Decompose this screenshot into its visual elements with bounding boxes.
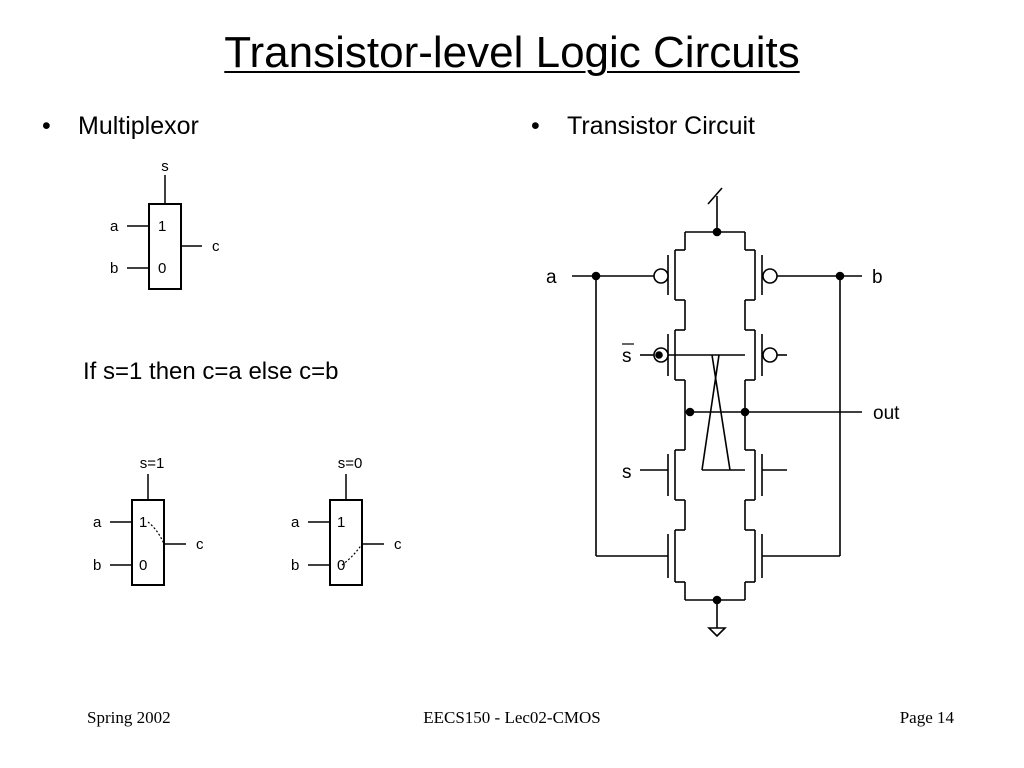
mux-condition-text: If s=1 then c=a else c=b [83,358,339,385]
mux-path-a-dotted [147,521,165,545]
transistor-circuit [572,187,862,638]
mux-input-b-label: b [110,260,118,277]
mux-s1-output-label: c [196,536,204,553]
mux-box [329,499,363,586]
footer-course: EECS150 - Lec02-CMOS [423,708,601,727]
mux-output-label: c [212,238,220,255]
mux-s0-output-label: c [394,536,402,553]
circuit-s-label: s [622,462,632,483]
mux-s0-port-0-label: 0 [337,557,345,574]
mux-port-0-label: 0 [158,260,166,277]
footer-term: Spring 2002 [87,708,171,727]
bullet-multiplexor-text: Multiplexor [78,112,199,140]
circuit-input-b-label: b [872,267,883,288]
bullet-transistor-circuit: • Transistor Circuit [531,112,755,141]
junction-dot [655,351,663,359]
junction-dot [685,407,695,417]
circuit-output-label: out [873,403,900,424]
mux-symbol-s1 [110,474,186,586]
pmos-s-bubble [762,347,778,363]
footer-page-number: Page 14 [899,708,954,727]
mux-s1-port-0-label: 0 [139,557,147,574]
mux-input-a-label: a [110,218,119,235]
mux-s1-select-label: s=1 [140,455,165,472]
mux-s0-input-a-label: a [291,514,300,531]
bullet-dot: • [42,112,51,140]
mux-symbol-s0 [308,474,384,586]
junction-dot [740,407,750,417]
mux-s0-select-label: s=0 [338,455,363,472]
mux-s0-port-1-label: 1 [337,514,345,531]
circuit-sbar-label: s [622,346,632,367]
ground-icon [707,627,727,638]
bullet-dot: • [531,112,540,140]
vdd-symbol [707,187,723,205]
mux-s1-input-b-label: b [93,557,101,574]
bullet-multiplexor: • Multiplexor [42,112,199,141]
circuit-input-a-label: a [546,267,557,288]
mux-port-1-label: 1 [158,218,166,235]
mux-s1-input-a-label: a [93,514,102,531]
mux-s1-port-1-label: 1 [139,514,147,531]
bullet-transistor-circuit-text: Transistor Circuit [567,112,755,140]
mux-s0-input-b-label: b [291,557,299,574]
mux-select-label: s [161,158,169,175]
junction-dot [712,227,722,237]
mux-box [131,499,165,586]
mux-symbol-main [127,175,202,290]
pmos-b-bubble [762,268,778,284]
slide-title: Transistor-level Logic Circuits [224,28,800,77]
pmos-a-bubble [653,268,669,284]
